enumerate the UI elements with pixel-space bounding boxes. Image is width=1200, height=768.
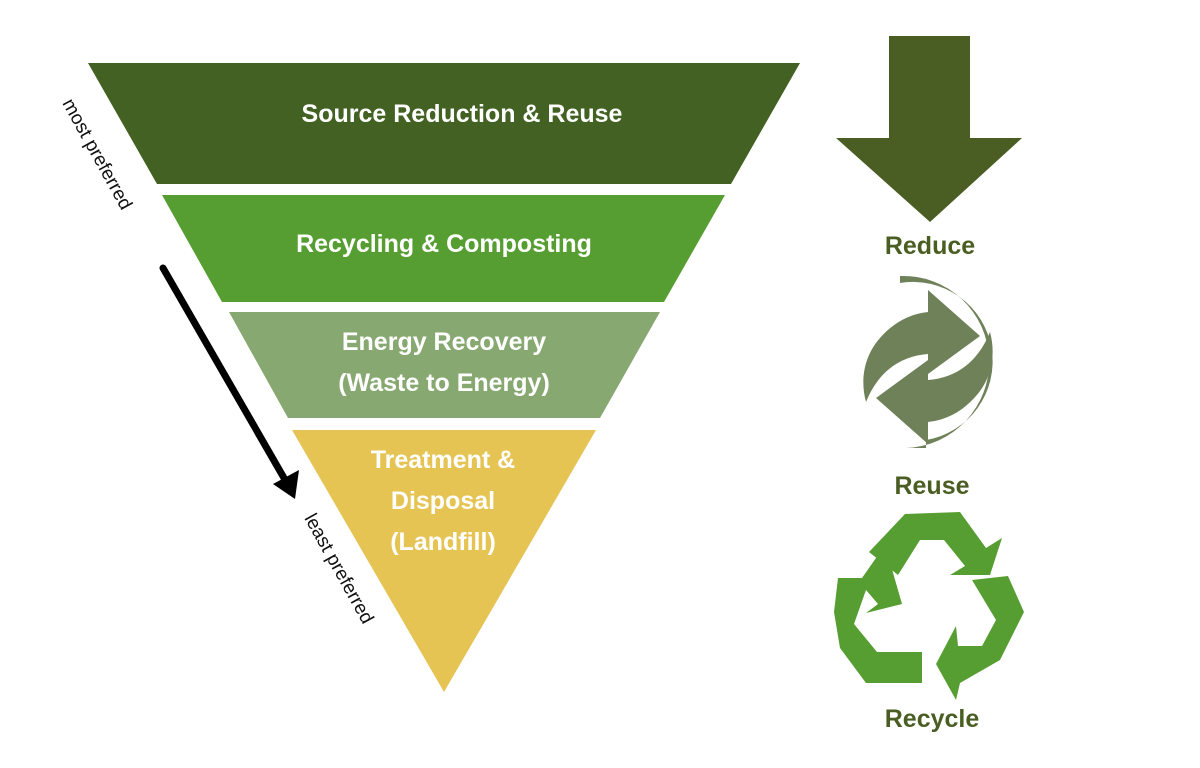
preference-arrow-head: [273, 470, 299, 499]
recycle-label: Recycle: [885, 705, 980, 733]
reduce-label: Reduce: [885, 232, 975, 260]
green-dot-reuse-icon: [863, 275, 993, 448]
layer-energy-recovery: [229, 312, 660, 418]
preference-arrow-shaft: [159, 264, 288, 482]
layer-recycling-label: Recycling & Composting: [296, 230, 592, 258]
layer-landfill-label-1: Treatment &: [371, 446, 515, 474]
reduce-group: Reduce: [836, 36, 1022, 260]
layer-source-reduction: [88, 63, 800, 184]
reuse-group: Reuse: [863, 275, 993, 500]
reuse-label: Reuse: [894, 472, 969, 500]
layer-recycling: [162, 195, 725, 302]
recycle-group: Recycle: [834, 512, 1024, 733]
layer-energy-recovery-label-1: Energy Recovery: [342, 328, 546, 356]
layer-landfill: [292, 430, 596, 692]
layer-landfill-label-2: Disposal: [391, 487, 495, 515]
recycle-icon: [834, 512, 1024, 700]
layer-source-reduction-label: Source Reduction & Reuse: [302, 100, 623, 128]
pyramid: Source Reduction & Reuse Recycling & Com…: [88, 63, 800, 692]
layer-energy-recovery-label-2: (Waste to Energy): [338, 369, 550, 397]
layer-landfill-label-3: (Landfill): [390, 528, 496, 556]
down-arrow-icon: [836, 36, 1022, 222]
